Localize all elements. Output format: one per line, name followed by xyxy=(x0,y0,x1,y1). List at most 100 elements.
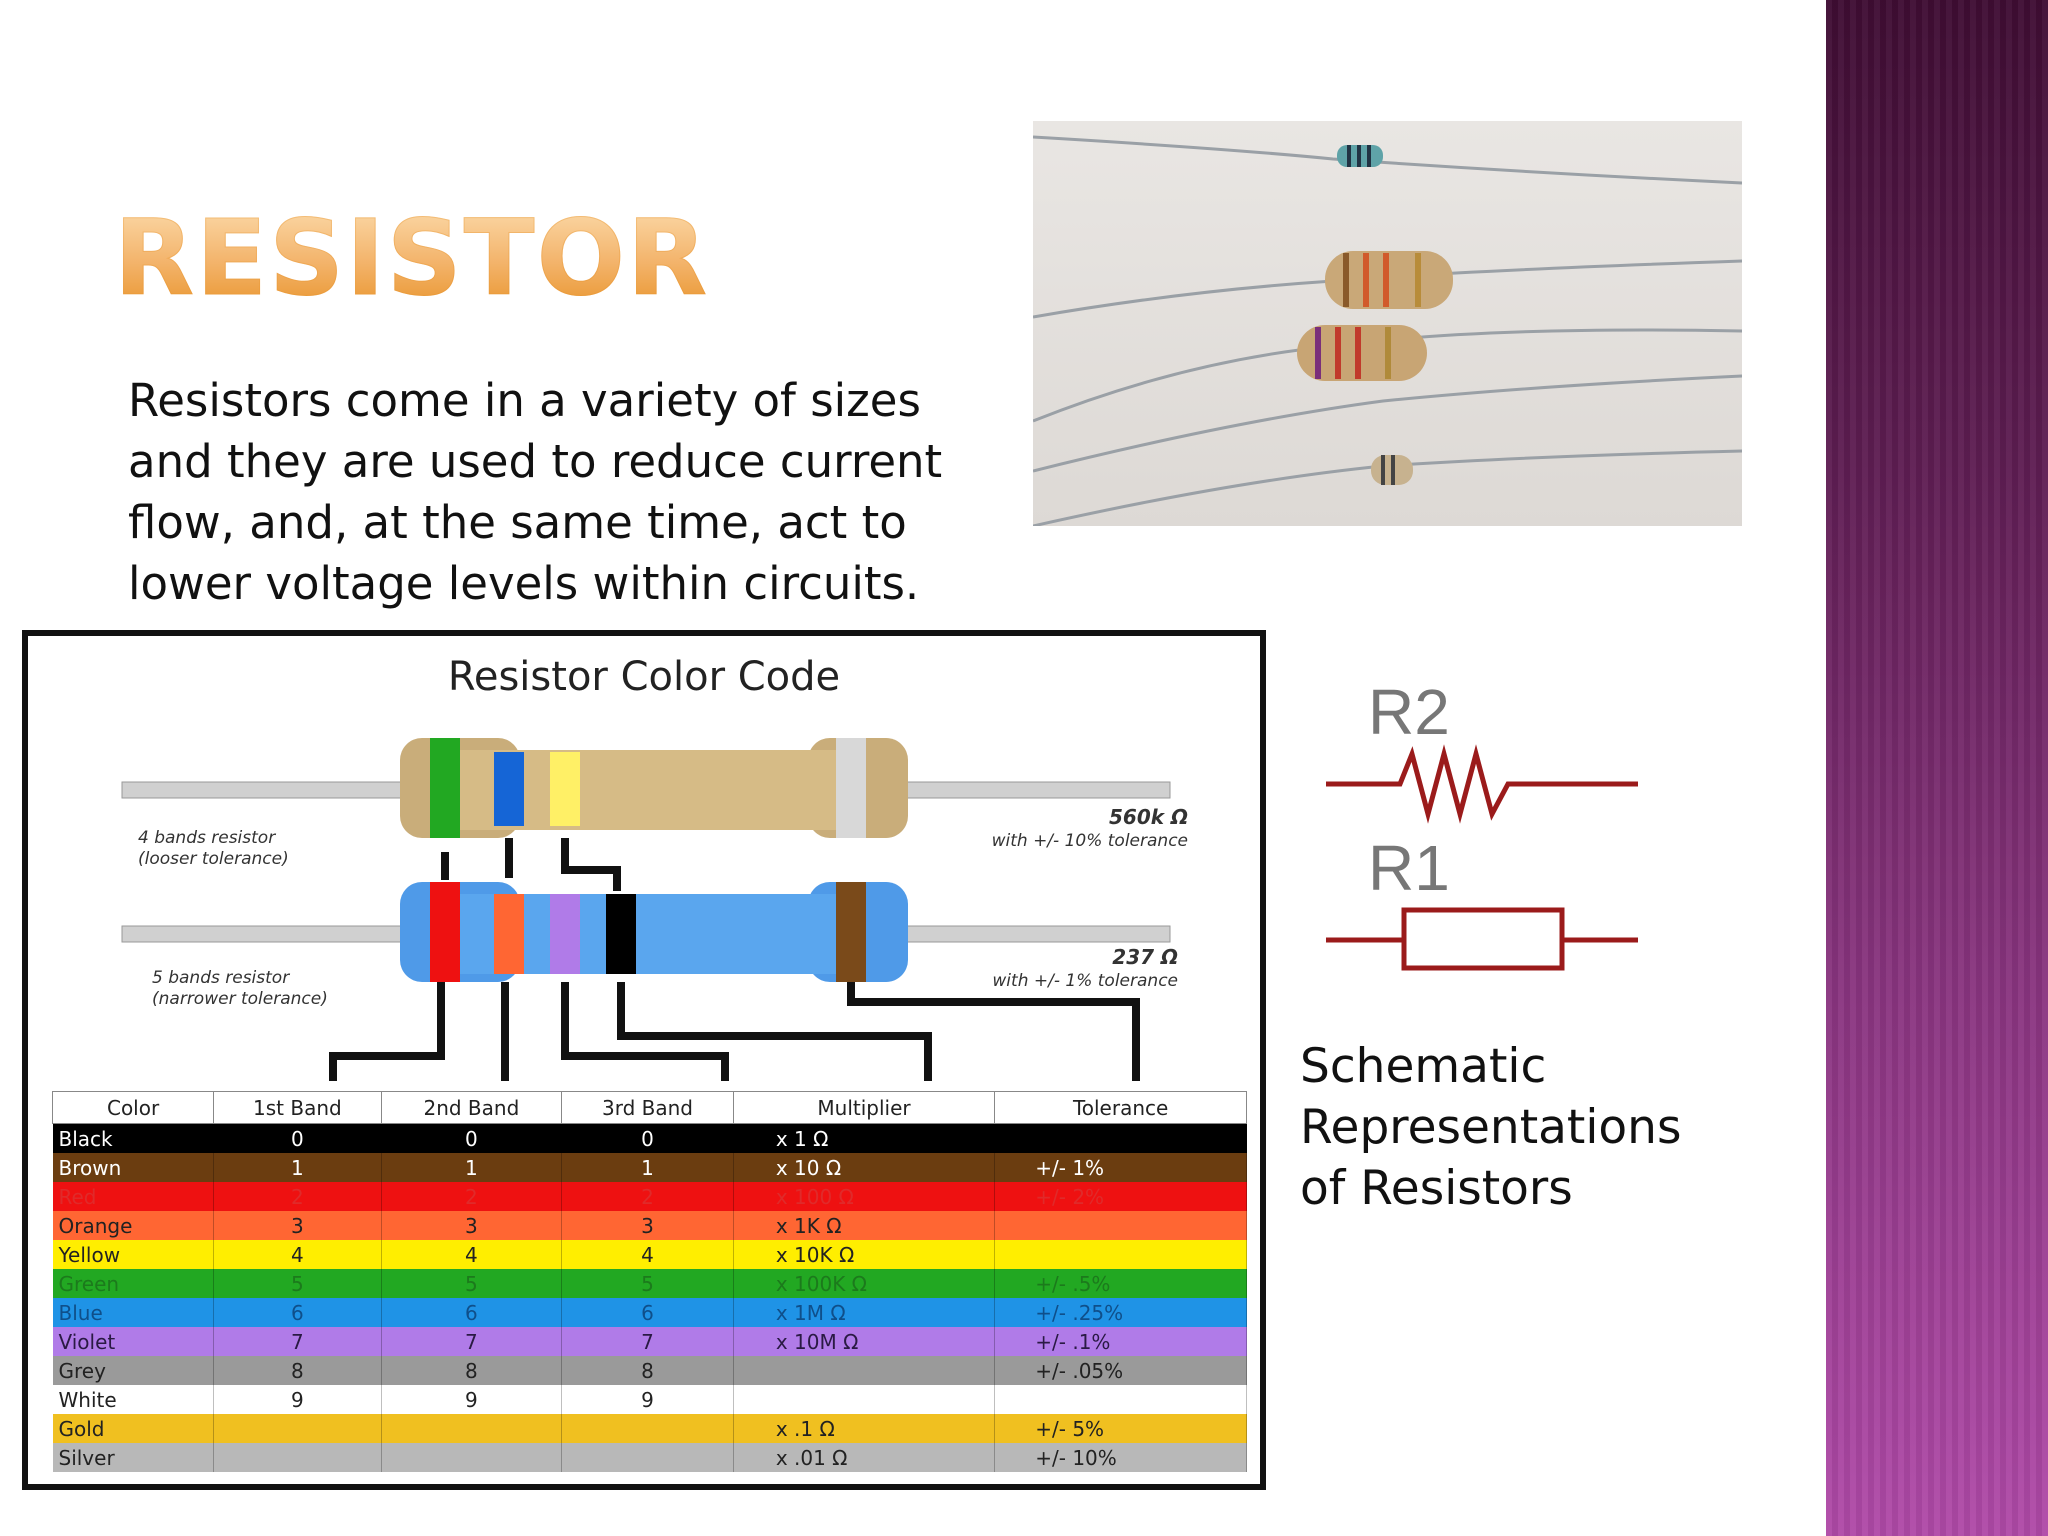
header-multiplier: Multiplier xyxy=(732,1091,996,1124)
r1-label: R1 xyxy=(1368,832,1450,904)
cell-band-2: 2 xyxy=(381,1182,563,1211)
five-band-tolerance: with +/- 1% tolerance xyxy=(992,971,1178,991)
cell-band-2 xyxy=(381,1414,563,1443)
cell-color: Grey xyxy=(52,1356,215,1385)
cell-band-2: 0 xyxy=(381,1123,563,1153)
cell-tolerance: +/- 5% xyxy=(994,1414,1247,1443)
cell-multiplier: x .01 Ω xyxy=(733,1443,996,1472)
five-band-label-line1: 5 bands resistor xyxy=(152,968,290,988)
cell-tolerance: +/- 1% xyxy=(994,1153,1247,1182)
cell-band-2: 3 xyxy=(381,1211,563,1240)
cell-band-1: 4 xyxy=(213,1240,382,1269)
cell-band-1: 1 xyxy=(213,1153,382,1182)
cell-tolerance: +/- .05% xyxy=(994,1356,1247,1385)
cell-tolerance xyxy=(994,1123,1247,1153)
cell-band-2 xyxy=(381,1443,563,1472)
cell-band-1: 0 xyxy=(213,1123,382,1153)
cell-band-3: 6 xyxy=(561,1298,734,1327)
cell-multiplier: x 10 Ω xyxy=(733,1153,996,1182)
color-code-row-silver: Silver x .01 Ω+/- 10% xyxy=(52,1443,1247,1472)
cell-band-1 xyxy=(213,1443,382,1472)
cell-band-2: 1 xyxy=(381,1153,563,1182)
cell-multiplier: x 1 Ω xyxy=(733,1123,996,1153)
cell-band-1: 5 xyxy=(213,1269,382,1298)
schematic-caption: Schematic Representations of Resistors xyxy=(1300,1039,1682,1216)
color-code-table: Color 1st Band 2nd Band 3rd Band Multipl… xyxy=(51,1091,1247,1472)
cell-multiplier xyxy=(733,1385,996,1414)
cell-band-1: 2 xyxy=(213,1182,382,1211)
resistor-photo xyxy=(1033,121,1742,526)
cell-color: Black xyxy=(52,1123,215,1153)
cell-band-3: 0 xyxy=(561,1123,734,1153)
cell-band-1: 7 xyxy=(213,1327,382,1356)
cell-band-1: 3 xyxy=(213,1211,382,1240)
cell-color: Red xyxy=(52,1182,215,1211)
schematic-symbols: R2 R1 xyxy=(1326,676,1638,971)
cell-band-2: 4 xyxy=(381,1240,563,1269)
cell-multiplier: x .1 Ω xyxy=(733,1414,996,1443)
cell-band-2: 6 xyxy=(381,1298,563,1327)
header-band-2: 2nd Band xyxy=(380,1091,563,1124)
cell-band-1: 8 xyxy=(213,1356,382,1385)
five-band-value: 237 Ω with +/- 1% tolerance xyxy=(898,946,1178,992)
cell-band-2: 5 xyxy=(381,1269,563,1298)
cell-multiplier: x 10M Ω xyxy=(733,1327,996,1356)
cell-band-1: 9 xyxy=(213,1385,382,1414)
cell-band-3 xyxy=(561,1443,734,1472)
four-band-label: 4 bands resistor (looser tolerance) xyxy=(138,828,289,870)
cell-multiplier: x 1M Ω xyxy=(733,1298,996,1327)
cell-band-3: 1 xyxy=(561,1153,734,1182)
box-resistor-symbol xyxy=(1401,907,1565,971)
cell-band-3: 5 xyxy=(561,1269,734,1298)
slide-title: RESISTOR xyxy=(113,197,710,319)
cell-band-3: 7 xyxy=(561,1327,734,1356)
cell-tolerance xyxy=(994,1385,1247,1414)
resistor-band-diagram xyxy=(121,738,1171,1081)
zigzag-resistor-symbol xyxy=(1326,744,1638,824)
cell-band-2: 7 xyxy=(381,1327,563,1356)
four-band-label-line1: 4 bands resistor xyxy=(138,828,276,848)
header-color: Color xyxy=(51,1091,215,1124)
five-band-resistance: 237 Ω xyxy=(1112,945,1178,969)
color-code-header-row: Color 1st Band 2nd Band 3rd Band Multipl… xyxy=(51,1091,1247,1124)
cell-multiplier: x 1K Ω xyxy=(733,1211,996,1240)
color-code-chart: Resistor Color Code 4 bands resistor xyxy=(22,630,1266,1490)
cell-multiplier: x 100 Ω xyxy=(733,1182,996,1211)
cell-tolerance: +/- 2% xyxy=(994,1182,1247,1211)
r2-label: R2 xyxy=(1368,676,1450,748)
header-tolerance: Tolerance xyxy=(994,1091,1247,1124)
cell-band-1: 6 xyxy=(213,1298,382,1327)
cell-tolerance xyxy=(994,1240,1247,1269)
header-band-1: 1st Band xyxy=(213,1091,382,1124)
color-code-title: Resistor Color Code xyxy=(447,654,841,700)
cell-color: Brown xyxy=(52,1153,215,1182)
cell-band-1 xyxy=(213,1414,382,1443)
cell-color: White xyxy=(52,1385,215,1414)
four-band-label-line2: (looser tolerance) xyxy=(138,849,289,869)
cell-color: Silver xyxy=(52,1443,215,1472)
cell-color: Blue xyxy=(52,1298,215,1327)
cell-tolerance: +/- .25% xyxy=(994,1298,1247,1327)
decorative-side-band xyxy=(1826,0,2048,1536)
cell-color: Green xyxy=(52,1269,215,1298)
color-code-row-gold: Gold x .1 Ω+/- 5% xyxy=(52,1414,1247,1443)
cell-color: Orange xyxy=(52,1211,215,1240)
five-band-label: 5 bands resistor (narrower tolerance) xyxy=(152,968,328,1010)
cell-band-3: 9 xyxy=(561,1385,734,1414)
cell-multiplier: x 100K Ω xyxy=(733,1269,996,1298)
four-band-resistance: 560k Ω xyxy=(1108,805,1188,829)
cell-tolerance: +/- 10% xyxy=(994,1443,1247,1472)
cell-color: Violet xyxy=(52,1327,215,1356)
five-band-label-line2: (narrower tolerance) xyxy=(152,989,328,1009)
cell-band-2: 9 xyxy=(381,1385,563,1414)
cell-color: Gold xyxy=(52,1414,215,1443)
cell-band-2: 8 xyxy=(381,1356,563,1385)
